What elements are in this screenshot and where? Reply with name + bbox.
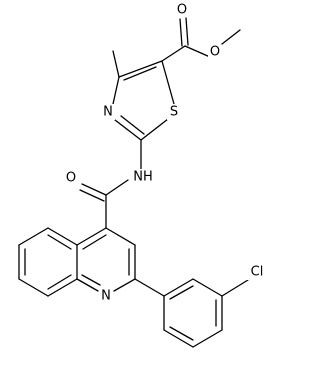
bond-n1-c8a-inner bbox=[81, 274, 101, 286]
bond-ester-carbonyl-double bbox=[179, 18, 183, 47]
atom-o-amide: O bbox=[64, 170, 78, 186]
atom-n-quinoline: N bbox=[99, 288, 113, 304]
bond-c7-c8 bbox=[18, 278, 49, 297]
bond-c8-c8a-double bbox=[47, 278, 78, 297]
bond-c2q-aryl bbox=[134, 278, 165, 297]
bond-c5-c4-double bbox=[118, 60, 163, 78]
atom-label-o-ester-carbonyl: O bbox=[177, 3, 187, 18]
bond-c4a-c4q-inner bbox=[82, 234, 107, 250]
bond-ester-c-o bbox=[184, 45, 211, 58]
bond-n3-c2-double bbox=[114, 119, 142, 141]
bond-carbonyl-o-double bbox=[81, 183, 107, 196]
atom-labels: O O N S O NH N Cl bbox=[64, 2, 268, 304]
bonds bbox=[18, 17, 249, 348]
atom-label-cl: Cl bbox=[251, 265, 264, 280]
bond-aryl-c-cl bbox=[221, 279, 249, 297]
atom-label-n-thiazole: N bbox=[103, 105, 113, 120]
bond-c5-c6 bbox=[18, 227, 49, 246]
bond-ester-ring bbox=[161, 45, 186, 62]
atom-label-n-quinoline: N bbox=[101, 289, 111, 304]
bond-aryl-c2-c3 bbox=[192, 278, 223, 297]
atom-label-nh-amide: NH bbox=[133, 170, 153, 185]
bond-s-c2 bbox=[140, 118, 169, 141]
bond-c4a-c5-inner bbox=[47, 234, 72, 250]
bond-n1-c8a-double bbox=[76, 278, 99, 292]
bond-carbonyl-o-double-2 bbox=[79, 189, 105, 202]
bond-c4a-c5-double bbox=[47, 227, 78, 246]
atom-s-thiazole: S bbox=[167, 104, 181, 120]
bond-c4a-c4q-double bbox=[76, 227, 107, 246]
atom-o-ester-ether: O bbox=[208, 45, 222, 60]
bond-aryl-c5-c6-inner bbox=[169, 326, 194, 341]
bond-c2q-n1 bbox=[113, 278, 136, 292]
bond-nh-carbonyl bbox=[105, 179, 129, 196]
atom-label-o-ester-ether: O bbox=[210, 45, 220, 60]
bond-ester-carbonyl-double-2 bbox=[185, 17, 189, 46]
bond-aryl-c1-c2-double bbox=[163, 278, 194, 297]
bond-c5-c4-inner bbox=[123, 66, 157, 81]
bond-aryl-c4-c5 bbox=[192, 329, 223, 348]
bond-c5-s bbox=[161, 60, 175, 105]
atom-label-s-thiazole: S bbox=[170, 105, 178, 120]
bond-c4-n3 bbox=[112, 76, 120, 105]
bond-c4-methyl bbox=[112, 50, 120, 78]
atom-n-thiazole: N bbox=[101, 104, 115, 120]
bond-aryl-c1-c2-inner bbox=[169, 285, 194, 300]
atom-nh-amide: NH bbox=[131, 169, 155, 185]
bond-c8-c8a-inner bbox=[47, 274, 72, 290]
atom-cl: Cl bbox=[246, 264, 268, 280]
bond-aryl-c5-c6-double bbox=[163, 329, 194, 348]
atom-label-o-amide: O bbox=[66, 171, 76, 186]
bond-n3-c2-inner bbox=[120, 115, 145, 135]
atom-o-ester-carbonyl: O bbox=[175, 2, 189, 18]
bond-o-methyl bbox=[221, 29, 241, 45]
bond-c4q-c3q bbox=[105, 227, 136, 246]
molecule-structure-diagram: O O N S O NH N Cl bbox=[18, 2, 268, 348]
